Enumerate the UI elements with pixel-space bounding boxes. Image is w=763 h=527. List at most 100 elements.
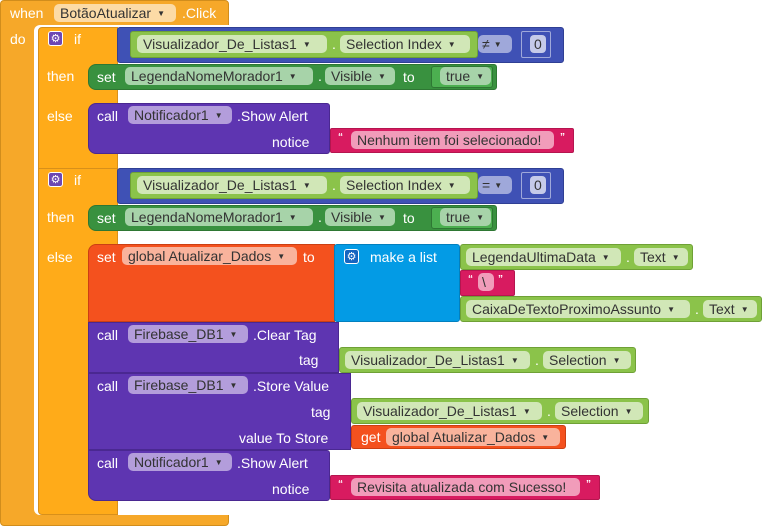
component-dropdown[interactable]: Notificador1 ▼ <box>128 106 232 124</box>
make-a-list-label: make a list <box>370 249 437 265</box>
operator-dropdown[interactable]: ≠▼ <box>478 35 512 53</box>
dot-separator: . <box>332 177 336 193</box>
event-name-label: .Click <box>182 5 217 21</box>
chevron-down-icon: ▼ <box>671 253 680 262</box>
boolean-dropdown[interactable]: true▼ <box>440 208 491 226</box>
property-dropdown[interactable]: Text ▼ <box>634 248 688 266</box>
property-dropdown[interactable]: Visible ▼ <box>325 67 395 85</box>
dot-separator: . <box>332 36 336 52</box>
chevron-down-icon: ▼ <box>612 356 621 365</box>
chevron-down-icon: ▼ <box>214 111 223 120</box>
if-label: if <box>74 172 81 188</box>
property-dropdown[interactable]: Selection▼ <box>543 351 631 369</box>
component-name: Visualizador_De_Listas1 <box>363 403 517 419</box>
method-label: .Clear Tag <box>253 327 317 343</box>
get-label: get <box>361 429 381 445</box>
component-dropdown[interactable]: LegendaNomeMorador1 ▼ <box>125 208 313 226</box>
property-name: Selection Index <box>346 36 442 52</box>
operator-symbol: = <box>482 177 491 193</box>
open-quote-icon: “ <box>338 479 343 490</box>
text-value[interactable]: Revisita atualizada com Sucesso! <box>351 478 580 496</box>
event-component-dropdown[interactable]: BotãoAtualizar▼ <box>54 4 176 22</box>
component-dropdown[interactable]: Notificador1▼ <box>128 453 232 471</box>
else-label: else <box>47 249 73 265</box>
number-value[interactable]: 0 <box>530 176 546 194</box>
text-value[interactable]: \ <box>478 273 494 291</box>
number-value[interactable]: 0 <box>530 35 546 53</box>
variable-dropdown[interactable]: global Atualizar_Dados▼ <box>386 428 560 446</box>
component-dropdown[interactable]: Firebase_DB1▼ <box>128 325 248 343</box>
property-dropdown[interactable]: Visible▼ <box>325 208 395 226</box>
property-name: Text <box>709 301 735 317</box>
to-label: to <box>303 249 315 265</box>
chevron-down-icon: ▼ <box>288 213 297 222</box>
dot-separator: . <box>547 403 551 419</box>
variable-dropdown[interactable]: global Atualizar_Dados ▼ <box>122 247 297 265</box>
chevron-down-icon: ▼ <box>378 72 386 81</box>
chevron-down-icon: ▼ <box>157 9 165 18</box>
chevron-down-icon: ▼ <box>378 213 386 222</box>
boolean-dropdown[interactable]: true▼ <box>440 67 491 85</box>
component-dropdown[interactable]: Visualizador_De_Listas1▼ <box>137 176 327 194</box>
operator-symbol: ≠ <box>482 36 490 52</box>
chevron-down-icon: ▼ <box>302 181 311 190</box>
chevron-down-icon: ▼ <box>494 181 503 190</box>
property-name: Text <box>640 249 666 265</box>
call-label: call <box>97 455 119 471</box>
chevron-down-icon: ▼ <box>601 253 610 262</box>
call-label: call <box>97 327 119 343</box>
do-label: do <box>10 31 26 47</box>
component-name: LegendaUltimaData <box>472 249 596 265</box>
set-label: set <box>97 69 116 85</box>
open-quote-icon: “ <box>468 274 473 285</box>
else-label: else <box>47 108 73 124</box>
text-value[interactable]: Nenhum item foi selecionado! <box>351 131 554 149</box>
property-name: Visible <box>331 68 372 84</box>
component-dropdown[interactable]: Visualizador_De_Listas1▼ <box>357 402 542 420</box>
chevron-down-icon: ▼ <box>447 40 456 49</box>
notice-label: notice <box>272 134 310 150</box>
property-dropdown[interactable]: Selection Index ▼ <box>340 35 470 53</box>
method-label: .Store Value <box>253 378 330 394</box>
property-dropdown[interactable]: Selection Index ▼ <box>340 176 470 194</box>
property-dropdown[interactable]: Text ▼ <box>703 300 757 318</box>
chevron-down-icon: ▼ <box>447 181 456 190</box>
component-name: Notificador1 <box>134 107 209 123</box>
component-dropdown[interactable]: CaixaDeTextoProximoAssunto▼ <box>466 300 690 318</box>
variable-name: global Atualizar_Dados <box>392 429 536 445</box>
chevron-down-icon: ▼ <box>277 252 286 261</box>
dot-separator: . <box>626 249 630 265</box>
operator-dropdown[interactable]: =▼ <box>478 176 512 194</box>
variable-name: global Atualizar_Dados <box>128 248 272 264</box>
component-name: Visualizador_De_Listas1 <box>351 352 505 368</box>
component-dropdown[interactable]: LegendaNomeMorador1▼ <box>125 67 313 85</box>
then-label: then <box>47 209 75 225</box>
gear-icon[interactable]: ⚙ <box>48 172 63 187</box>
component-name: LegendaNomeMorador1 <box>131 209 283 225</box>
when-label: when <box>10 5 44 21</box>
chevron-down-icon: ▼ <box>476 213 485 222</box>
tag-label: tag <box>299 352 319 368</box>
chevron-down-icon: ▼ <box>302 40 311 49</box>
then-label: then <box>47 68 75 84</box>
property-dropdown[interactable]: Selection ▼ <box>555 402 643 420</box>
chevron-down-icon: ▼ <box>214 458 223 467</box>
property-name: Selection <box>561 403 619 419</box>
component-dropdown[interactable]: Visualizador_De_Listas1▼ <box>137 35 327 53</box>
gear-icon[interactable]: ⚙ <box>48 31 63 46</box>
component-dropdown[interactable]: LegendaUltimaData ▼ <box>466 248 621 266</box>
open-quote-icon: “ <box>338 132 343 143</box>
notice-label: notice <box>272 481 310 497</box>
property-name: Selection Index <box>346 177 442 193</box>
call-label: call <box>97 378 119 394</box>
value-to-store-label: value To Store <box>239 430 329 446</box>
to-label: to <box>403 210 415 226</box>
chevron-down-icon: ▼ <box>740 305 749 314</box>
gear-icon[interactable]: ⚙ <box>344 249 359 264</box>
component-dropdown[interactable]: Visualizador_De_Listas1▼ <box>345 351 530 369</box>
chevron-down-icon: ▼ <box>476 72 485 81</box>
component-name: CaixaDeTextoProximoAssunto <box>472 301 662 317</box>
chevron-down-icon: ▼ <box>229 330 238 339</box>
chevron-down-icon: ▼ <box>624 407 633 416</box>
component-dropdown[interactable]: Firebase_DB1▼ <box>128 376 248 394</box>
